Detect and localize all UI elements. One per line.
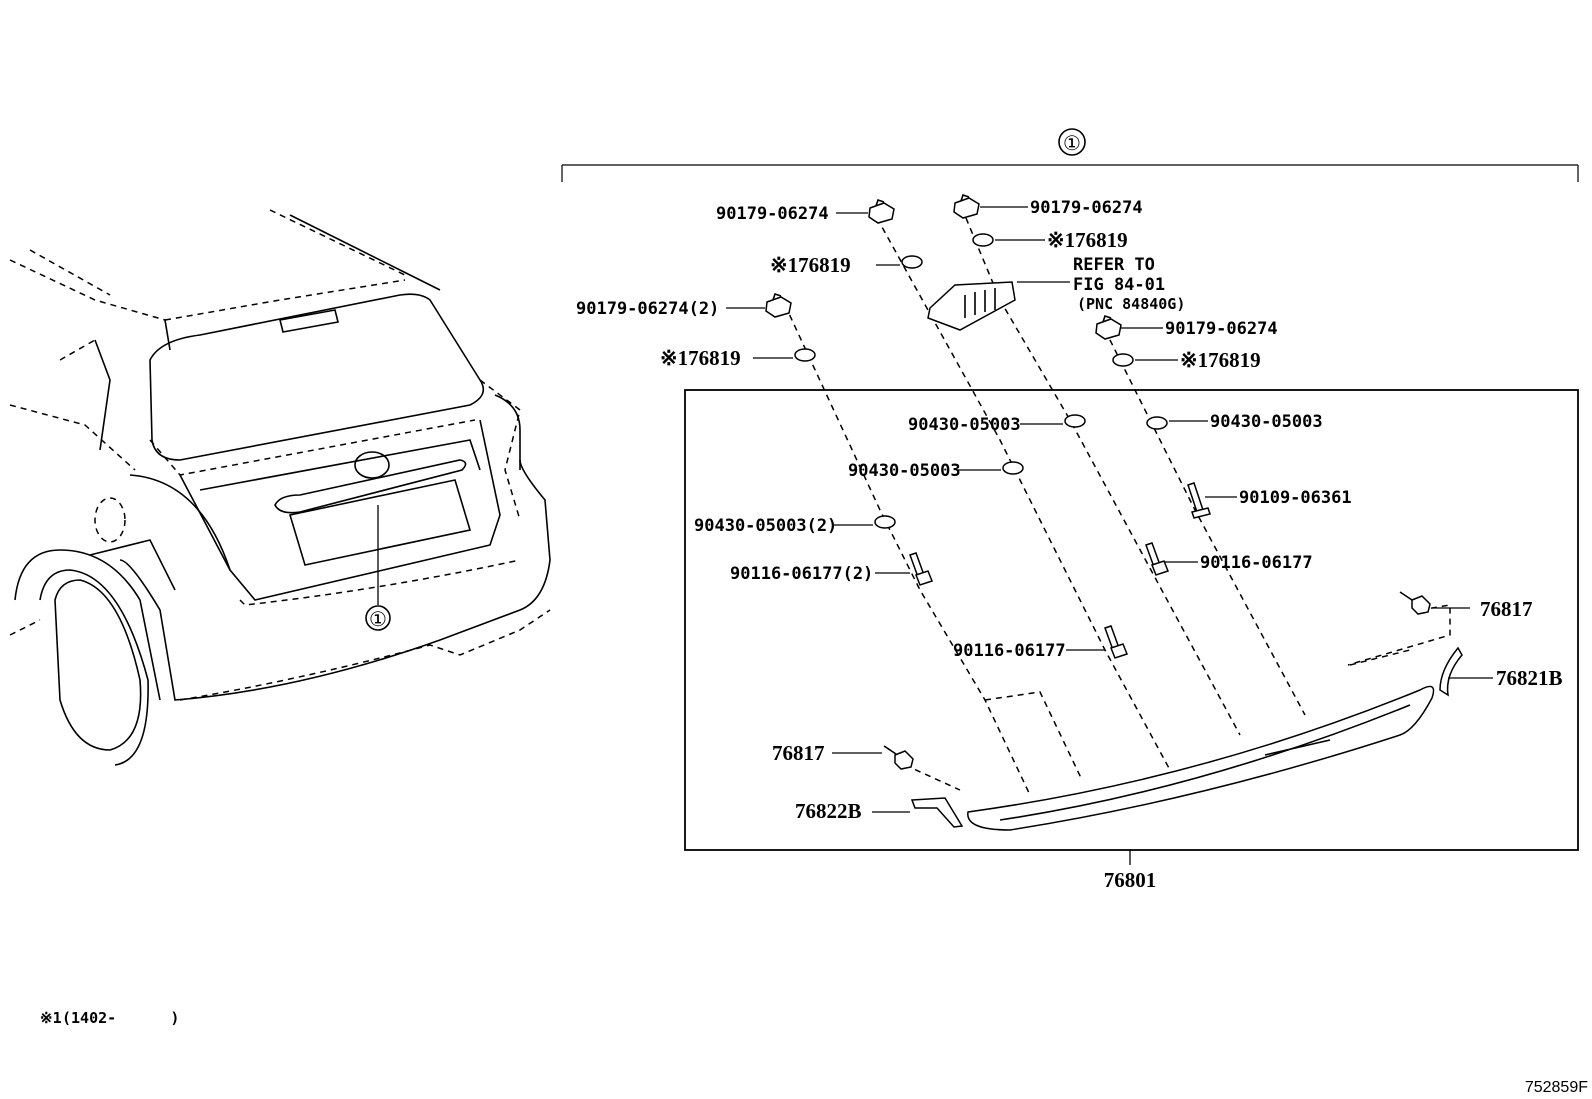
washer-icon — [1064, 414, 1086, 428]
clip-icon — [1399, 591, 1431, 615]
seal-icon — [794, 348, 816, 362]
label-bolt: 90116-06177 — [1200, 553, 1313, 573]
footnote-mark: ※1 — [40, 1009, 62, 1027]
label-garnish: 76801 — [1104, 868, 1157, 892]
assembly-callout: ① — [1063, 131, 1081, 155]
label-seal: ※176819 — [660, 346, 741, 370]
assembly-bracket: ① — [561, 128, 1579, 182]
back-door-garnish — [967, 685, 1435, 831]
label-seal: ※176819 — [1047, 228, 1128, 252]
label-washer: 90430-05003 — [848, 461, 961, 481]
label-seal: ※176819 — [770, 253, 851, 277]
refer-line1: REFER TO — [1073, 255, 1155, 275]
label-nut: 90179-06274 — [1030, 198, 1143, 218]
label-clip: 76817 — [1480, 597, 1533, 621]
label-seal: ※176819 — [1180, 348, 1261, 372]
leader-lines — [726, 206, 1493, 813]
screw-icon — [1187, 482, 1211, 519]
label-nut: 90179-06274(2) — [576, 299, 719, 319]
label-cap: 76822B — [795, 799, 862, 823]
bolt-icon — [1104, 625, 1128, 659]
car-callout: ① — [369, 609, 387, 631]
label-clip: 76817 — [772, 741, 825, 765]
bolt-icon — [909, 552, 933, 586]
car-rear-view: ① — [9, 209, 551, 766]
refer-line3: (PNC 84840G) — [1077, 295, 1185, 313]
nut-icon — [868, 198, 895, 224]
bolt-icon — [1145, 542, 1169, 576]
clip-icon — [883, 745, 914, 770]
washer-icon — [874, 515, 896, 529]
end-cap-right-icon — [1439, 646, 1463, 697]
nut-icon — [765, 292, 792, 318]
garnish-frame — [684, 389, 1579, 851]
refer-line2: FIG 84-01 — [1073, 275, 1165, 295]
label-washer: 90430-05003 — [908, 415, 1021, 435]
figure-code: 752859F — [1525, 1079, 1588, 1096]
label-screw: 90109-06361 — [1239, 488, 1352, 508]
nut-icon — [953, 193, 980, 219]
part-labels: 90179-06274 90179-06274 ※176819 ※176819 … — [576, 198, 1563, 892]
label-nut: 90179-06274 — [1165, 319, 1278, 339]
nut-icon — [1095, 314, 1122, 340]
label-washer: 90430-05003 — [1210, 412, 1323, 432]
label-nut: 90179-06274 — [716, 204, 829, 224]
seal-icon — [972, 233, 994, 247]
seal-icon — [901, 255, 923, 269]
label-bolt: 90116-06177 — [953, 641, 1066, 661]
end-cap-left-icon — [910, 797, 964, 828]
seal-icon — [1112, 353, 1134, 367]
label-washer: 90430-05003(2) — [694, 516, 837, 536]
washer-icon — [1146, 416, 1168, 430]
label-bolt: 90116-06177(2) — [730, 564, 873, 584]
footnote-text: (1402- ) — [62, 1009, 179, 1027]
label-cap: 76821B — [1496, 666, 1563, 690]
washer-icon — [1002, 461, 1024, 475]
parts — [765, 193, 1463, 831]
license-lamp-icon — [927, 281, 1016, 331]
